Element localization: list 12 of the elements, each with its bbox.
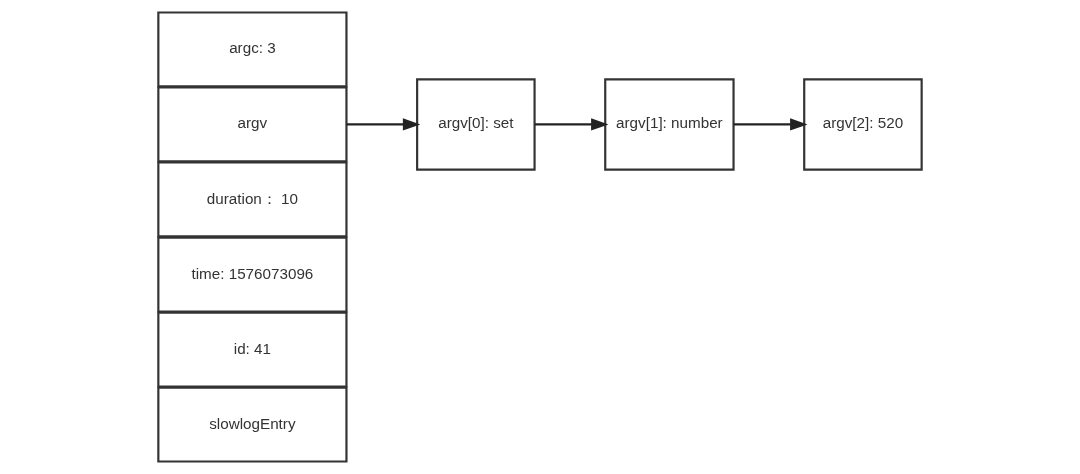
node-box: slowlogEntry <box>157 386 348 463</box>
arrow <box>733 118 808 131</box>
node-box: duration： 10 <box>157 161 348 238</box>
node-box: id: 41 <box>157 311 348 388</box>
node-box: argv[0]: set <box>416 78 536 171</box>
arrow <box>346 118 421 131</box>
node-box: argv[2]: 520 <box>803 78 923 171</box>
node-box: argv[1]: number <box>604 78 735 171</box>
node-box: argv <box>157 86 348 163</box>
arrow <box>534 118 609 131</box>
node-box: time: 1576073096 <box>157 236 348 313</box>
node-box: argc: 3 <box>157 11 348 88</box>
